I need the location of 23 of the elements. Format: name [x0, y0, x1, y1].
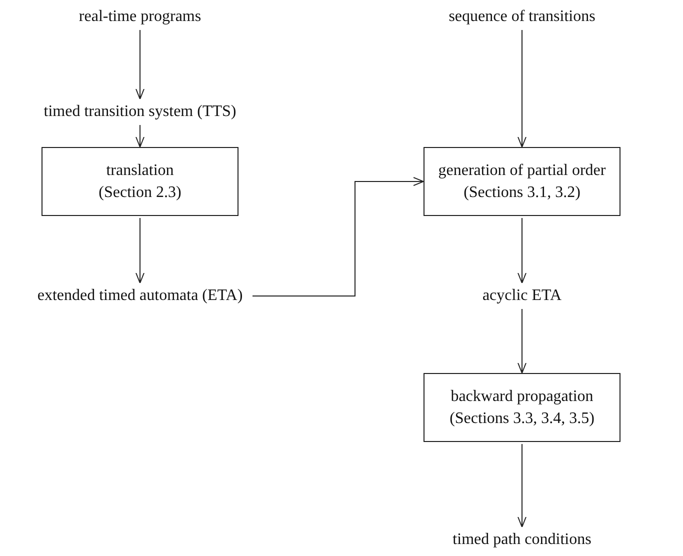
- arrow: [518, 308, 526, 374]
- section-reference: (Sections 3.3, 3.4, 3.5): [450, 408, 594, 428]
- process-box: [42, 147, 238, 216]
- arrow: [136, 30, 144, 100]
- arrow: [136, 218, 144, 284]
- process-box: [424, 373, 620, 442]
- flow-label: timed path conditions: [450, 529, 594, 551]
- arrow: [252, 177, 424, 296]
- process-title: backward propagation: [450, 386, 594, 407]
- flow-label: extended timed automata (ETA): [35, 285, 245, 307]
- arrow: [518, 444, 526, 528]
- flow-label: acyclic ETA: [480, 285, 564, 307]
- section-reference: (Section 2.3): [98, 182, 182, 202]
- arrow: [518, 218, 526, 284]
- flow-label: timed transition system (TTS): [42, 101, 238, 123]
- arrow: [518, 30, 526, 148]
- process-title: generation of partial order: [438, 160, 606, 181]
- flow-label: real-time programs: [76, 6, 204, 28]
- flow-label: sequence of transitions: [446, 6, 598, 28]
- process-title: translation: [106, 160, 174, 181]
- process-box: [424, 147, 620, 216]
- section-reference: (Sections 3.1, 3.2): [464, 182, 580, 202]
- arrow: [136, 124, 144, 148]
